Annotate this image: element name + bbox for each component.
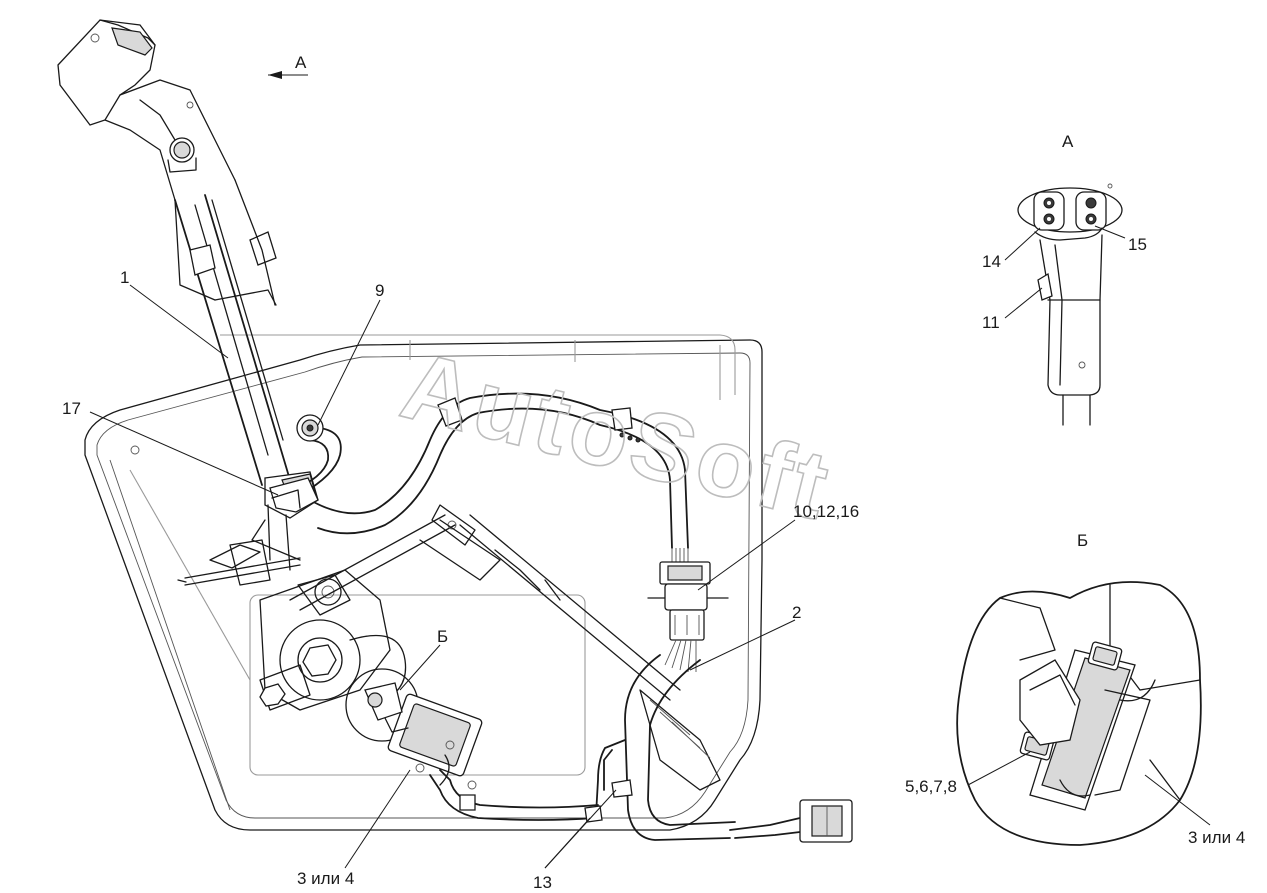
- callout-10-12-16: 10,12,16: [793, 502, 859, 521]
- callout-view-b-marker: Б: [437, 627, 448, 646]
- housing-outline: [84, 334, 763, 831]
- connector-9: [296, 414, 324, 442]
- wire-harness: [291, 392, 853, 843]
- view-b-detail: [956, 581, 1202, 846]
- callout-1: 1: [120, 268, 129, 287]
- callout-3-or-4-detail: 3 или 4: [1188, 828, 1245, 847]
- watermark-text: AutoSoft: [392, 332, 842, 542]
- view-a-arrow: А: [268, 53, 308, 79]
- view-b-title: Б: [1077, 531, 1088, 550]
- microswitch: [345, 668, 483, 786]
- callout-3-or-4-main: 3 или 4: [297, 869, 354, 888]
- callout-13: 13: [533, 873, 552, 892]
- callout-11: 11: [982, 313, 1000, 332]
- callout-labels: 1 9 17 10,12,16 2 Б 3 или 4 13 А 14 15 1…: [62, 132, 1245, 892]
- watermark: AutoSoft: [391, 331, 843, 542]
- bracket-17: [269, 477, 319, 513]
- callout-5-6-7-8: 5,6,7,8: [905, 777, 957, 796]
- connector-10-12-16: [647, 561, 729, 641]
- view-arrow-label: А: [295, 53, 307, 72]
- view-a-detail: [1017, 183, 1123, 426]
- callout-9: 9: [375, 281, 384, 300]
- callout-2: 2: [792, 603, 801, 622]
- view-a-title: А: [1062, 132, 1074, 151]
- callout-17: 17: [62, 399, 81, 418]
- callout-15: 15: [1128, 235, 1147, 254]
- callout-14: 14: [982, 252, 1001, 271]
- leader-lines: [89, 225, 1211, 869]
